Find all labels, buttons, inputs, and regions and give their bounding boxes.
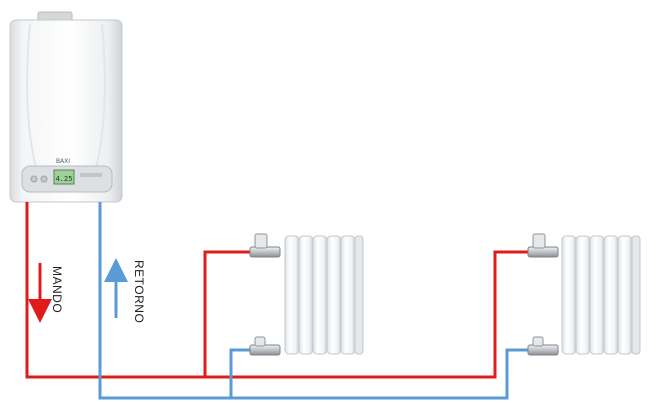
boiler-brand-logo: BAXI [56, 158, 70, 165]
boiler-display-text: 4.25 [56, 175, 73, 183]
boiler-badge [80, 173, 102, 177]
valve-body [527, 344, 559, 356]
radiator-fin [340, 235, 356, 355]
boiler-display [53, 169, 75, 185]
radiator-fin [561, 235, 577, 355]
boiler-crease [26, 23, 37, 169]
valve-head-icon [532, 336, 544, 347]
radiator-fin [617, 235, 633, 355]
radiator-fin [575, 235, 591, 355]
boiler-knob-icon [40, 175, 48, 183]
return-branch-radiator-1 [229, 348, 252, 398]
supply-pipe [25, 202, 530, 379]
radiator-fin [589, 235, 605, 355]
boiler-body [9, 19, 123, 203]
return-main-line [98, 202, 530, 400]
radiator-1 [284, 235, 364, 355]
boiler: 4.25 BAXI [9, 11, 123, 203]
return-pipe [98, 202, 530, 400]
radiator-fin [298, 235, 314, 355]
radiator-end-cap [354, 235, 364, 355]
boiler-crease [95, 23, 106, 169]
supply-branch-radiator-1 [203, 250, 252, 377]
radiator-1-top-valve [249, 233, 281, 258]
radiator-end-cap [631, 235, 641, 355]
radiator-fin [312, 235, 328, 355]
radiator-2 [561, 235, 641, 355]
valve-head-icon [532, 233, 546, 249]
radiator-2-bottom-valve [527, 336, 559, 356]
radiator-2-top-valve [527, 233, 559, 258]
radiator-fin [326, 235, 342, 355]
valve-head-icon [254, 336, 266, 347]
radiator-fin [603, 235, 619, 355]
supply-label: MANDO [50, 266, 64, 314]
supply-main-line [25, 202, 530, 379]
valve-body [249, 344, 281, 356]
radiator-fin [284, 235, 300, 355]
return-label: RETORNO [132, 260, 146, 324]
radiator-1-bottom-valve [249, 336, 281, 356]
boiler-knob-icon [30, 175, 38, 183]
valve-head-icon [254, 233, 268, 249]
